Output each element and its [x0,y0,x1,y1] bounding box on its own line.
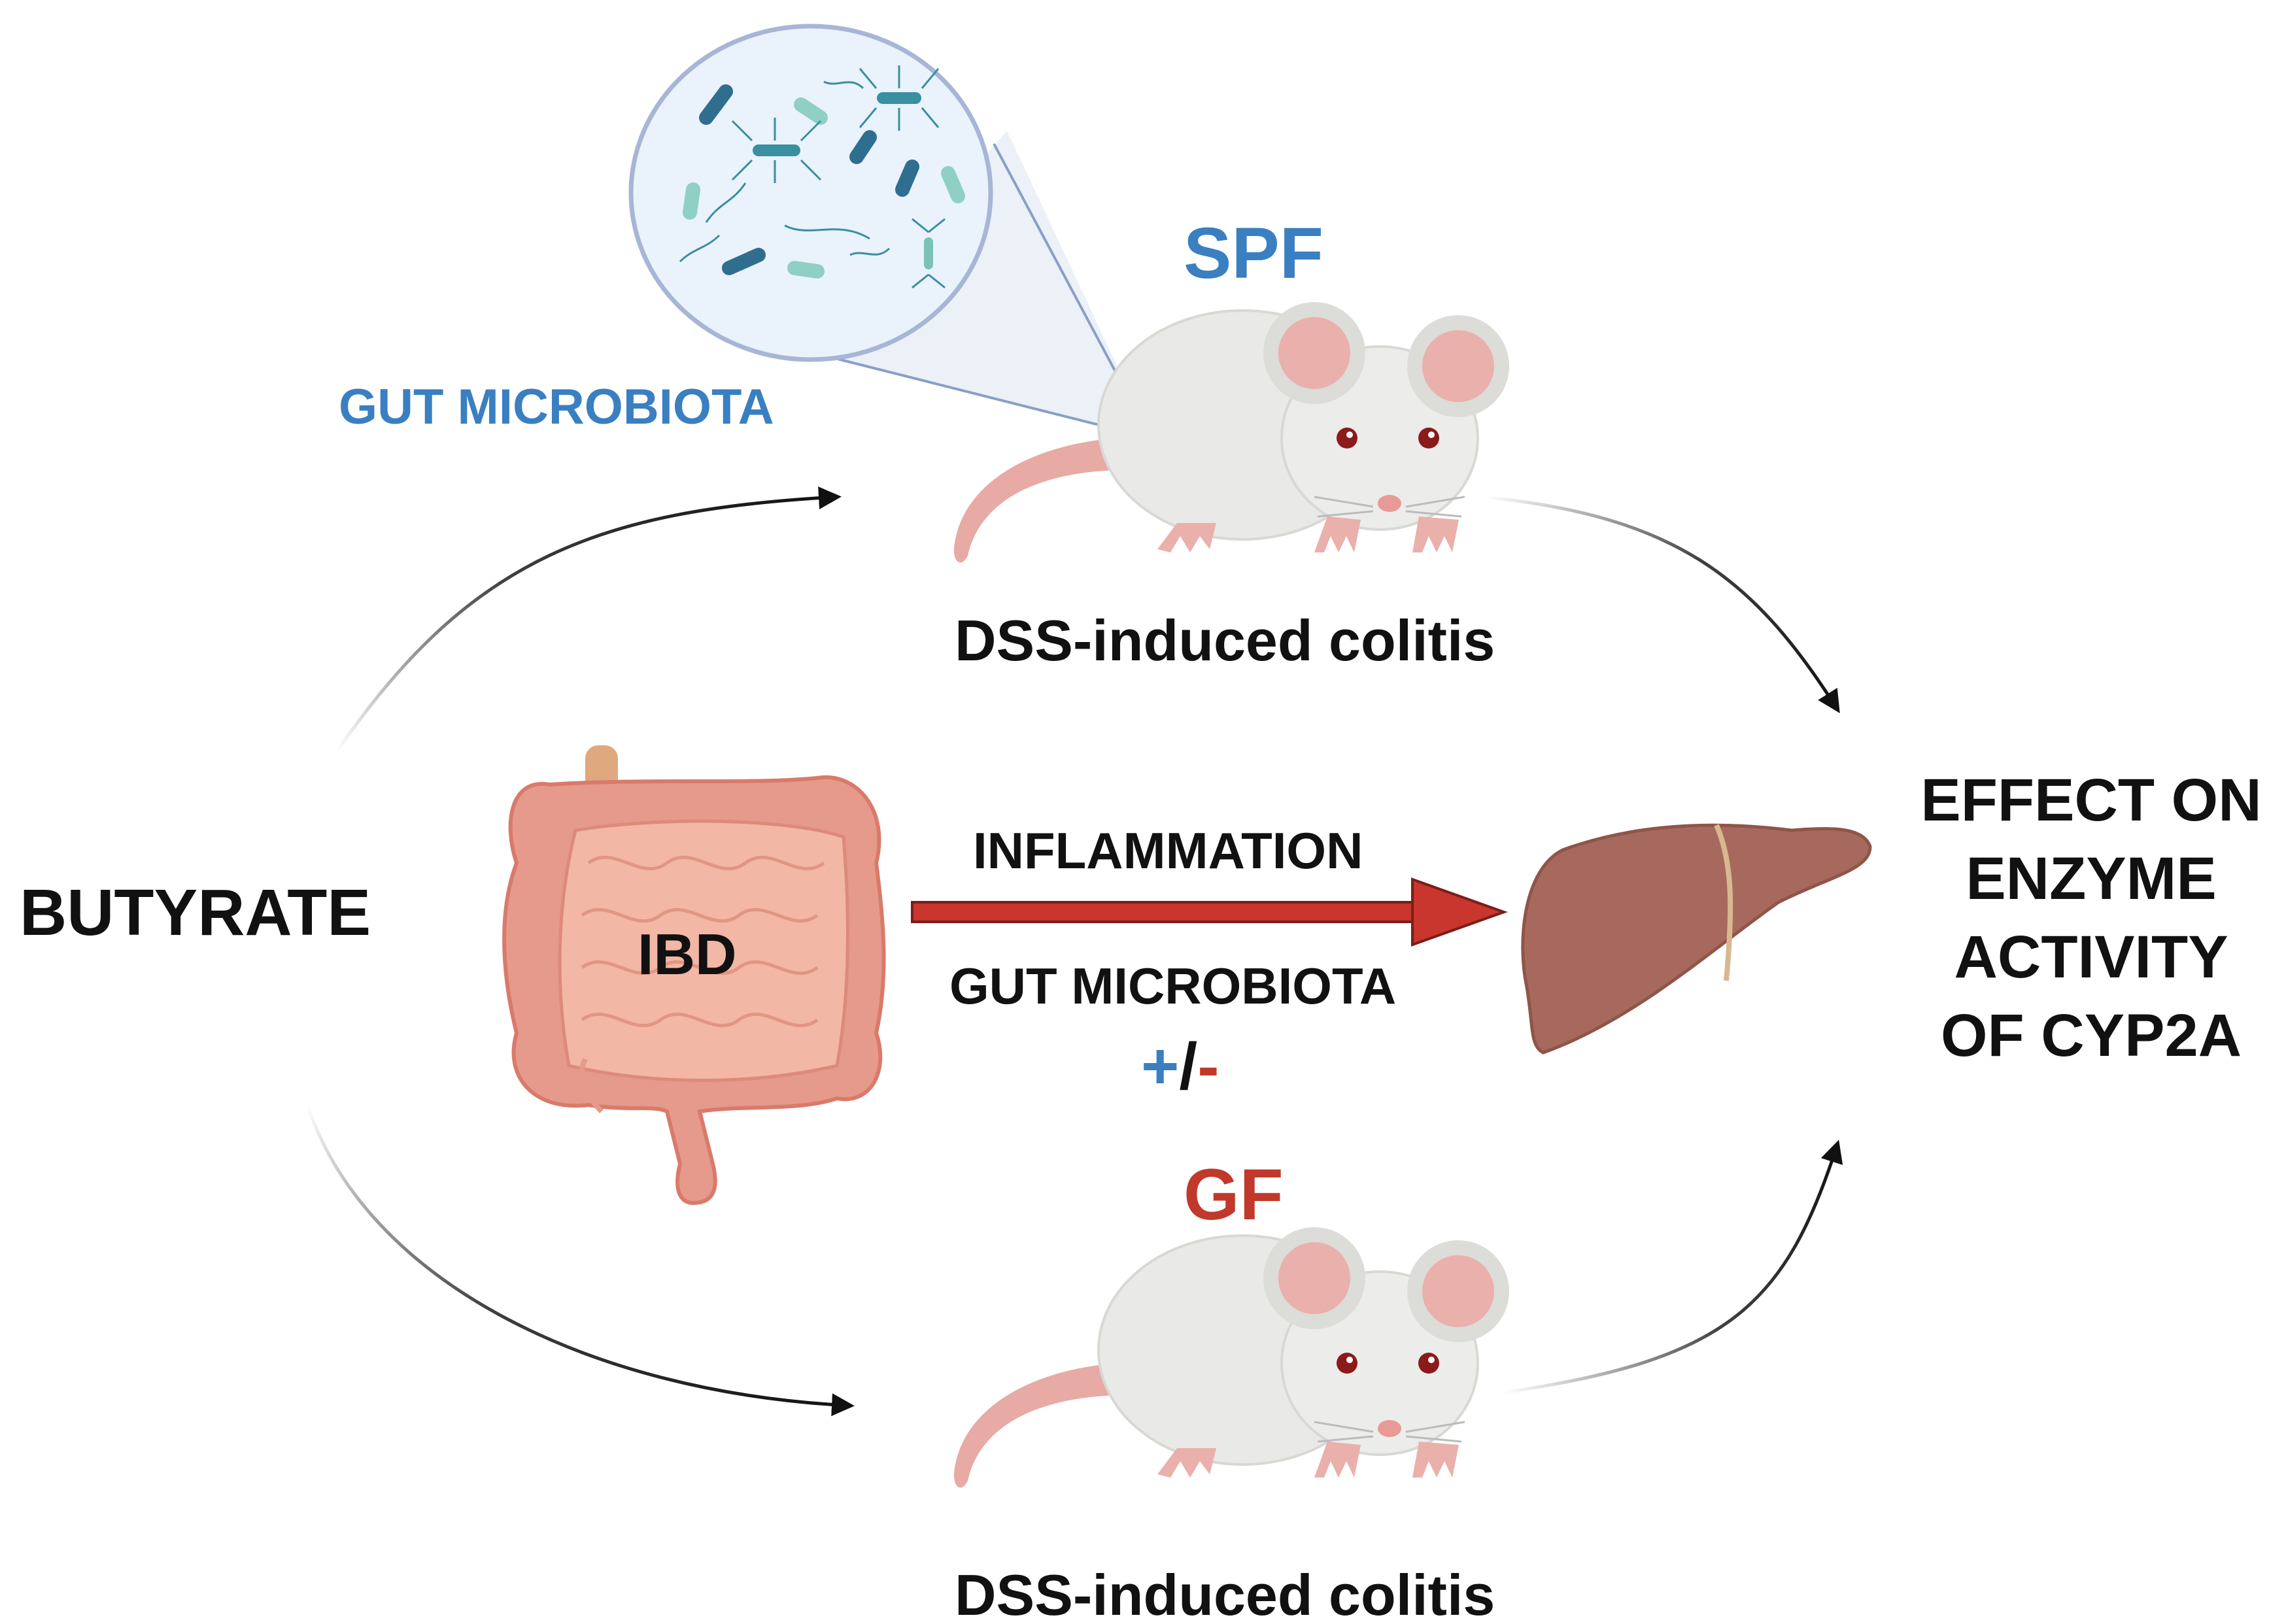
arrow-butyrate-to-gf [305,1104,855,1417]
intestine-icon [502,745,886,1206]
gut-microbiota-mid-label: GUT MICROBIOTA [949,957,1396,1015]
plus-sign: + [1141,1030,1179,1103]
plus-minus-label: +/- [1141,1030,1220,1103]
spf-label: SPF [1184,213,1323,294]
arrow-butyrate-to-spf [335,486,842,753]
effect-label: EFFECT ON ENZYME ACTIVITY OF CYP2A [1920,767,2261,1069]
gf-label: GF [1184,1155,1284,1235]
effect-line-3: ACTIVITY [1954,924,2228,990]
slash-sign: / [1179,1030,1197,1103]
effect-line-2: ENZYME [1966,845,2216,912]
arrow-spf-to-effect [1484,495,1840,713]
dss-top-label: DSS-induced colitis [955,608,1495,673]
effect-line-1: EFFECT ON [1920,767,2261,834]
liver-icon [1521,823,1872,1055]
bacteria-bubble-icon [628,24,1152,439]
inflammation-arrow [911,877,1508,947]
mouse-icon-gf [953,1226,1510,1489]
minus-sign: - [1197,1030,1219,1103]
inflammation-label: INFLAMMATION [973,822,1363,879]
butyrate-label: BUTYRATE [20,876,371,949]
gut-microbiota-top-label: GUT MICROBIOTA [339,379,774,435]
dss-bottom-label: DSS-induced colitis [955,1563,1495,1624]
effect-line-4: OF CYP2A [1941,1002,2242,1069]
arrow-gf-to-effect [1503,1140,1843,1395]
ibd-label: IBD [638,922,737,987]
